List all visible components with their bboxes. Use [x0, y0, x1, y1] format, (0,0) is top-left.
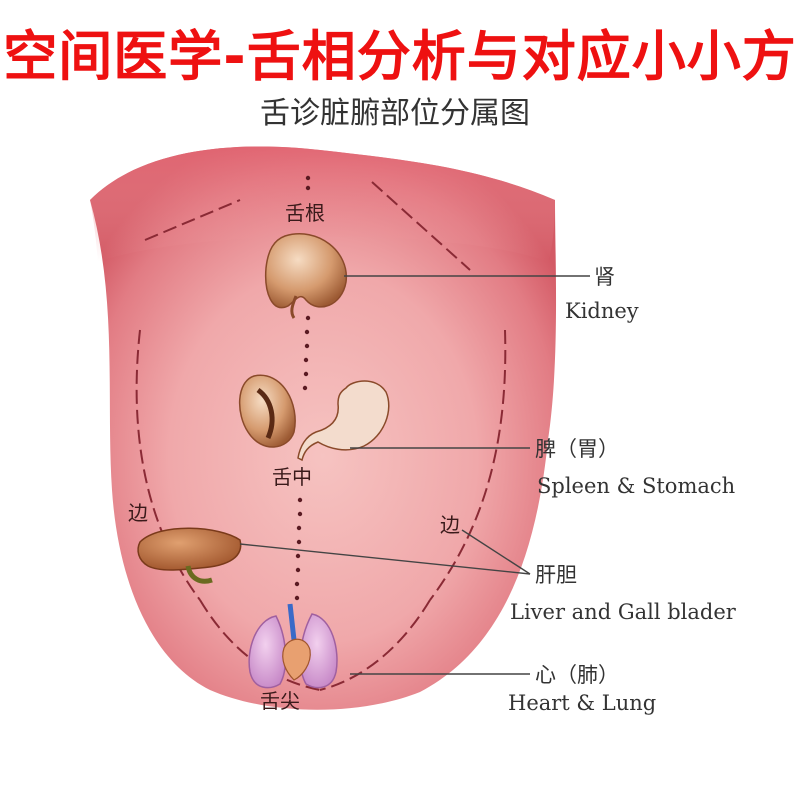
- diagram-subtitle: 舌诊脏腑部位分属图: [260, 96, 530, 131]
- tongue-body: [90, 146, 557, 710]
- organ-label-en-heart: Heart & Lung: [508, 691, 656, 715]
- leader-lines: [239, 275, 590, 675]
- region-label-root: 舌根: [285, 201, 325, 225]
- banner-title: 空间医学-舌相分析与对应小小方: [3, 25, 797, 88]
- spleen-icon: [238, 374, 296, 448]
- liver-icon: [137, 527, 242, 584]
- organ-label-en-liver: Liver and Gall blader: [510, 600, 737, 624]
- organ-label-zh-liver: 肝胆: [535, 563, 577, 587]
- organ-label-zh-kidney: 肾: [594, 265, 615, 289]
- midline-dots: [294, 175, 311, 601]
- region-label-middle: 舌中: [272, 465, 312, 489]
- region-label-edge-left: 边: [128, 501, 148, 525]
- stomach-icon: [297, 380, 390, 462]
- organ-label-zh-spleen: 脾（胃）: [535, 437, 619, 461]
- organ-label-zh-heart: 心（肺）: [535, 663, 619, 687]
- heart-icon: [282, 638, 311, 681]
- region-label-tip: 舌尖: [260, 689, 300, 713]
- kidney-icon: [264, 233, 347, 319]
- tongue-root-shade: [90, 146, 555, 262]
- lung-icon: [248, 603, 338, 689]
- organ-label-en-spleen: Spleen & Stomach: [537, 474, 735, 498]
- organ-label-en-kidney: Kidney: [565, 299, 639, 323]
- region-label-edge-right: 边: [440, 513, 460, 537]
